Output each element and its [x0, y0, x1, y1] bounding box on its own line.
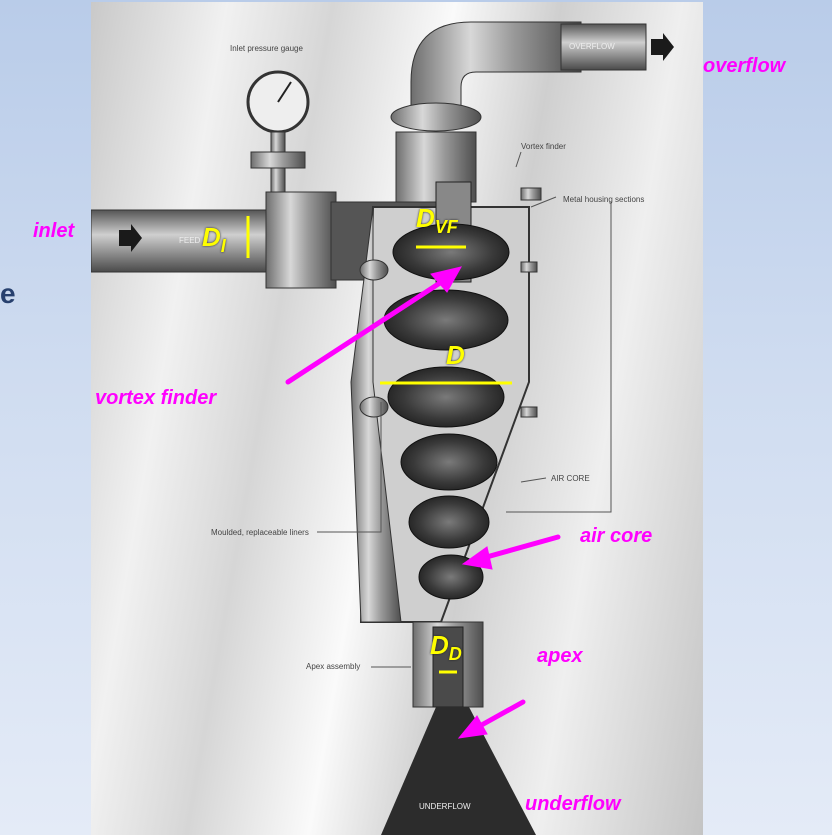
apex-label: apex: [537, 645, 583, 668]
callout-air-core: AIR CORE: [551, 474, 590, 483]
body-diameter-label: D: [446, 340, 465, 371]
overflow-label: overflow: [703, 55, 785, 78]
overflow-elbow-pipe: [411, 22, 581, 112]
apex-arrow: [478, 702, 523, 727]
air-core-arrow: [483, 537, 558, 558]
callout-metal-housing: Metal housing sections: [563, 195, 644, 204]
vortex-finder-diameter-label: DVF: [416, 203, 458, 238]
callout-overflow-pipe: OVERFLOW: [569, 42, 615, 51]
underflow-spray: [381, 707, 536, 835]
overflow-arrow-icon: [651, 33, 674, 61]
callout-underflow-stream: UNDERFLOW: [419, 802, 471, 811]
callout-feed: FEED: [179, 236, 200, 245]
apex-diameter-label: DD: [430, 630, 462, 665]
callout-inlet-pressure-gauge: Inlet pressure gauge: [230, 44, 303, 53]
callout-apex-assembly: Apex assembly: [306, 662, 360, 671]
callout-vortex-finder: Vortex finder: [521, 142, 566, 151]
callout-moulded-liners: Moulded, replaceable liners: [211, 528, 309, 537]
hydrocyclone-illustration: Inlet pressure gauge Vortex finder Metal…: [91, 2, 703, 835]
inlet-label: inlet: [33, 220, 74, 243]
top-clamp: [391, 103, 481, 131]
edge-fragment-text: e: [0, 278, 16, 310]
air-core-label: air core: [580, 525, 652, 548]
hydrocyclone-drawing: [91, 2, 703, 835]
underflow-label: underflow: [525, 793, 621, 816]
inlet-diameter-label: DI: [202, 222, 226, 257]
inlet-flange: [266, 192, 336, 288]
vortex-finder-label: vortex finder: [95, 387, 216, 410]
